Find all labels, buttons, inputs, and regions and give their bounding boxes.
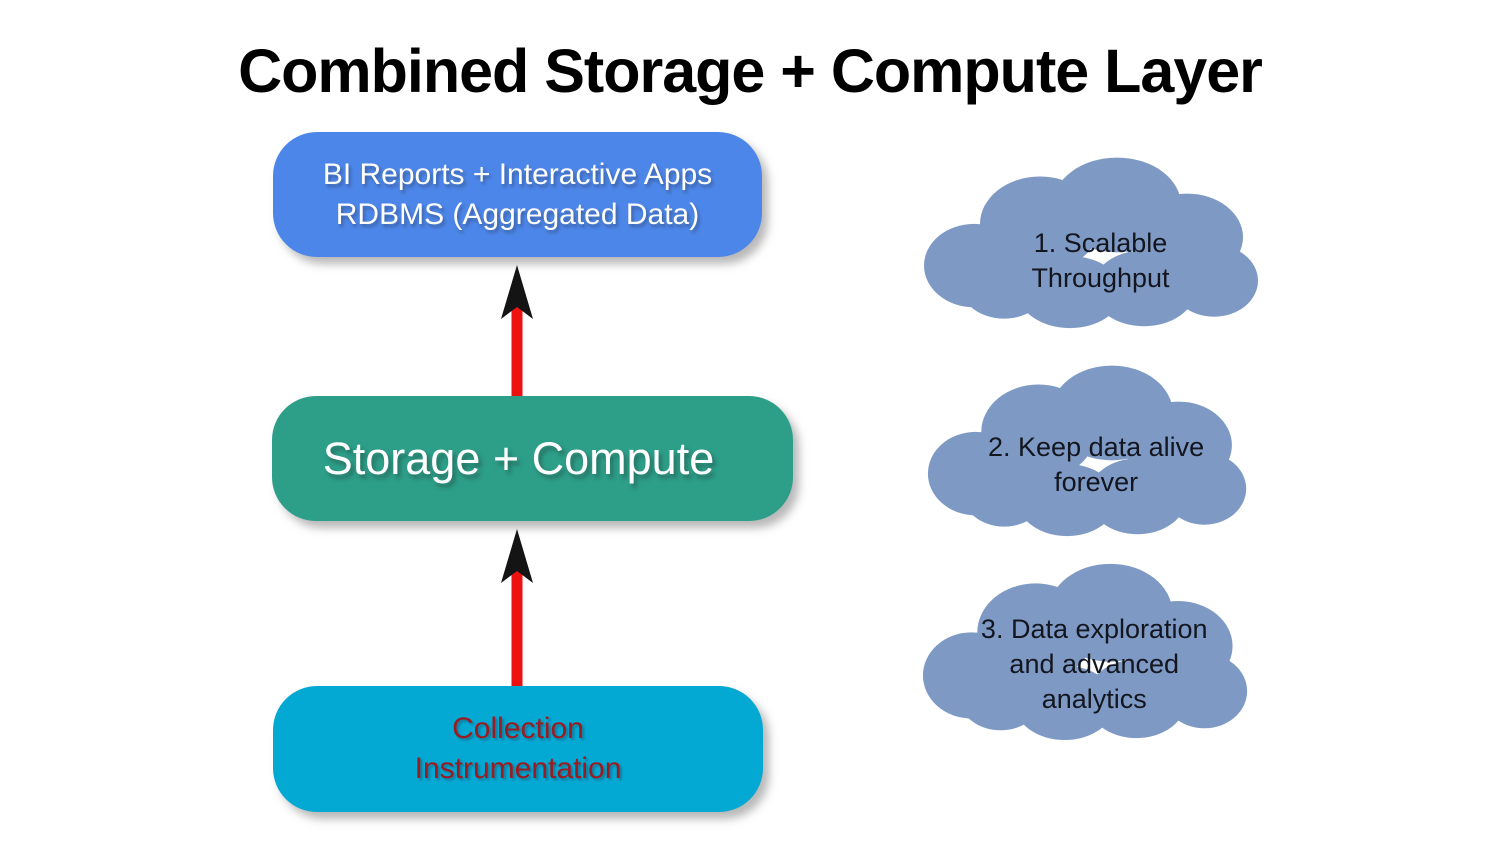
cloud-icon	[927, 365, 1247, 537]
box-storage-compute-line-1: Storage + Compute	[322, 432, 715, 484]
cloud-text: 1. Scalable Throughput	[942, 150, 1258, 330]
up-arrow-bottom	[501, 529, 533, 687]
cloud-3-line-1: 3. Data exploration	[980, 613, 1208, 644]
cloud-scalable-throughput: 1. Scalable Throughput	[922, 150, 1262, 330]
cloud-1-line-2: Throughput	[1031, 263, 1170, 293]
cloud-shape	[924, 157, 1258, 329]
arrow-shaft	[511, 303, 523, 396]
cloud-shape	[922, 563, 1248, 741]
cloud-text: 3. Data exploration and advanced analyti…	[941, 556, 1248, 742]
arrow-head-icon	[501, 265, 533, 319]
box-bi-reports: BI Reports + Interactive Apps RDBMS (Agg…	[273, 132, 762, 257]
box-bi-reports-line-1: BI Reports + Interactive Apps	[322, 157, 713, 191]
cloud-2-line-1: 2. Keep data alive	[988, 432, 1205, 462]
arrow-head-icon	[501, 529, 533, 583]
cloud-3-line-2: and advanced	[1009, 648, 1180, 679]
page-title: Combined Storage + Compute Layer	[238, 37, 1263, 105]
up-arrow-top	[501, 265, 533, 396]
cloud-text: 2. Keep data alive forever	[945, 358, 1246, 538]
cloud-1-line-1: 1. Scalable	[1033, 228, 1168, 258]
box-collection-line-1: Collection	[452, 712, 584, 745]
cloud-icon	[922, 563, 1248, 741]
cloud-shape	[927, 365, 1247, 537]
box-collection-line-2: Instrumentation	[414, 752, 622, 785]
box-storage-compute: Storage + Compute	[272, 396, 793, 521]
cloud-keep-data-alive: 2. Keep data alive forever	[926, 358, 1250, 538]
arrow-shaft	[511, 567, 523, 687]
box-bi-reports-line-2: RDBMS (Aggregated Data)	[335, 197, 700, 231]
cloud-icon	[924, 157, 1258, 329]
cloud-3-line-3: analytics	[1041, 683, 1147, 714]
cloud-2-line-2: forever	[1054, 467, 1139, 497]
box-collection-instrumentation: Collection Instrumentation	[273, 686, 763, 812]
cloud-data-exploration: 3. Data exploration and advanced analyti…	[921, 556, 1251, 742]
